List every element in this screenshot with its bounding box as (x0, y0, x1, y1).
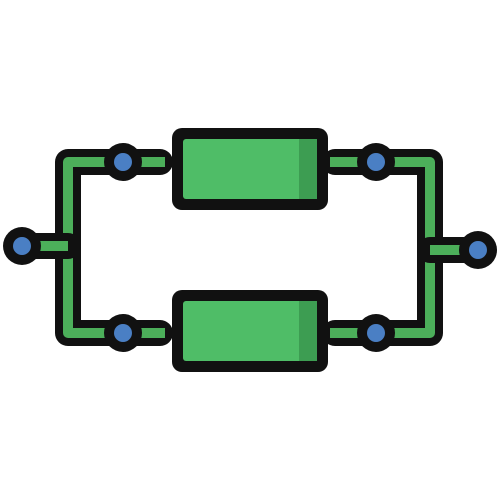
resistor-top (172, 128, 328, 210)
circuit-nodes (3, 143, 497, 352)
terminal-right (459, 231, 497, 269)
junction-bottom-left (104, 314, 142, 352)
wire-right-loop (322, 149, 443, 346)
resistor-bottom (172, 290, 328, 372)
junction-bottom-right (357, 314, 395, 352)
terminal-left (3, 227, 41, 265)
junction-top-right (357, 143, 395, 181)
junction-top-left (104, 143, 142, 181)
wire-left-loop (55, 149, 173, 346)
